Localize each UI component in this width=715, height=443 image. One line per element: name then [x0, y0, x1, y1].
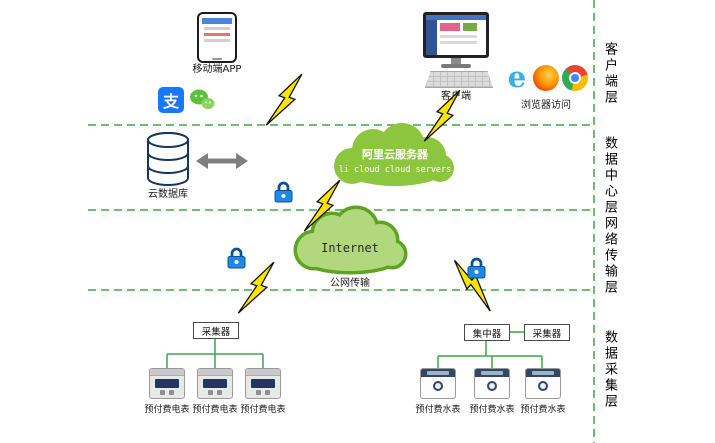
electric-meter-icon	[149, 368, 185, 399]
screen-header	[426, 15, 486, 20]
electric-meter-label: 预付费电表	[144, 405, 190, 415]
meter-top	[421, 369, 455, 377]
screen-line	[440, 35, 477, 38]
meter-buttons	[246, 390, 280, 395]
layer-label-collection: 数据采集层	[602, 330, 617, 410]
meter-buttons	[198, 390, 232, 395]
screen-line	[440, 41, 477, 44]
lock-icon	[273, 181, 294, 204]
lightning-bolt-icon	[303, 174, 343, 238]
phone-app-line	[204, 27, 230, 30]
electric-meter-icon	[197, 368, 233, 399]
double-arrow-icon	[196, 153, 248, 169]
concentrator-box: 集中器	[464, 324, 510, 341]
desktop-monitor-icon	[423, 12, 489, 58]
alipay-glyph: 支	[162, 92, 179, 111]
water-meter-label: 预付费水表	[520, 405, 566, 415]
keyboard-icon	[425, 71, 493, 88]
internet-cloud-label: Internet	[321, 241, 379, 255]
lightning-bolt-icon	[265, 68, 305, 132]
internet-cloud-shape: Internet	[297, 209, 404, 271]
public-network-label: 公网传输	[330, 278, 370, 289]
phone-app-line	[204, 33, 230, 36]
chrome-browser-icon	[562, 65, 588, 91]
meter-top	[246, 369, 280, 376]
layer-label-data-center: 数据中心层	[602, 136, 617, 216]
wechat-bubbles	[190, 89, 215, 109]
water-meter-icon	[474, 368, 510, 399]
ali-cloud-shape: 阿里云服务器 li cloud cloud servers	[334, 123, 454, 186]
database-icon	[147, 132, 189, 186]
ali-cloud-subtitle: li cloud cloud servers	[339, 165, 452, 175]
lightning-bolt-icon	[443, 258, 503, 312]
firefox-browser-icon	[533, 65, 559, 91]
meter-dial	[538, 381, 548, 391]
alipay-icon: 支	[158, 87, 184, 113]
lock-icon	[226, 247, 247, 270]
layer-label-network: 网络传输层	[602, 216, 617, 296]
screen-block	[440, 23, 460, 31]
meter-screen	[203, 379, 227, 388]
layer-label-client: 客户端层	[602, 42, 617, 106]
screen-sidebar	[426, 20, 437, 55]
water-meter-icon	[525, 368, 561, 399]
ali-cloud-title: 阿里云服务器	[362, 147, 429, 161]
browser-access-label: 浏览器访问	[521, 100, 571, 111]
monitor-screen	[426, 15, 486, 55]
electric-meter-icon	[245, 368, 281, 399]
water-meter-icon	[420, 368, 456, 399]
lightning-bolt-icon	[237, 256, 277, 320]
client-label: 客户端	[441, 91, 471, 102]
meter-buttons	[150, 390, 184, 395]
ie-glyph: e	[507, 60, 527, 94]
water-meter-label: 预付费水表	[469, 405, 515, 415]
monitor-stand	[451, 58, 461, 64]
water-meter-label: 预付费水表	[415, 405, 461, 415]
meter-top	[526, 369, 560, 377]
collector-box-right: 采集器	[524, 324, 570, 341]
wechat-icon	[189, 87, 215, 113]
meter-screen	[155, 379, 179, 388]
phone-app-header	[202, 18, 232, 24]
meter-top	[475, 369, 509, 377]
phone-home-button	[212, 58, 222, 60]
monitor-base	[441, 64, 471, 68]
ie-browser-icon: e	[504, 63, 530, 92]
collector-box-left: 采集器	[193, 322, 239, 339]
cloud-database-label: 云数据库	[148, 189, 188, 200]
screen-block	[463, 23, 477, 31]
meter-dial	[487, 381, 497, 391]
meter-top	[198, 369, 232, 376]
lock-icon	[466, 257, 487, 280]
electric-meter-label: 预付费电表	[240, 405, 286, 415]
phone-app-line	[204, 39, 230, 42]
meter-screen	[251, 379, 275, 388]
mobile-phone-icon	[197, 12, 237, 63]
meter-dial	[433, 381, 443, 391]
mobile-app-label: 移动端APP	[192, 64, 242, 75]
meter-top	[150, 369, 184, 376]
electric-meter-label: 预付费电表	[192, 405, 238, 415]
